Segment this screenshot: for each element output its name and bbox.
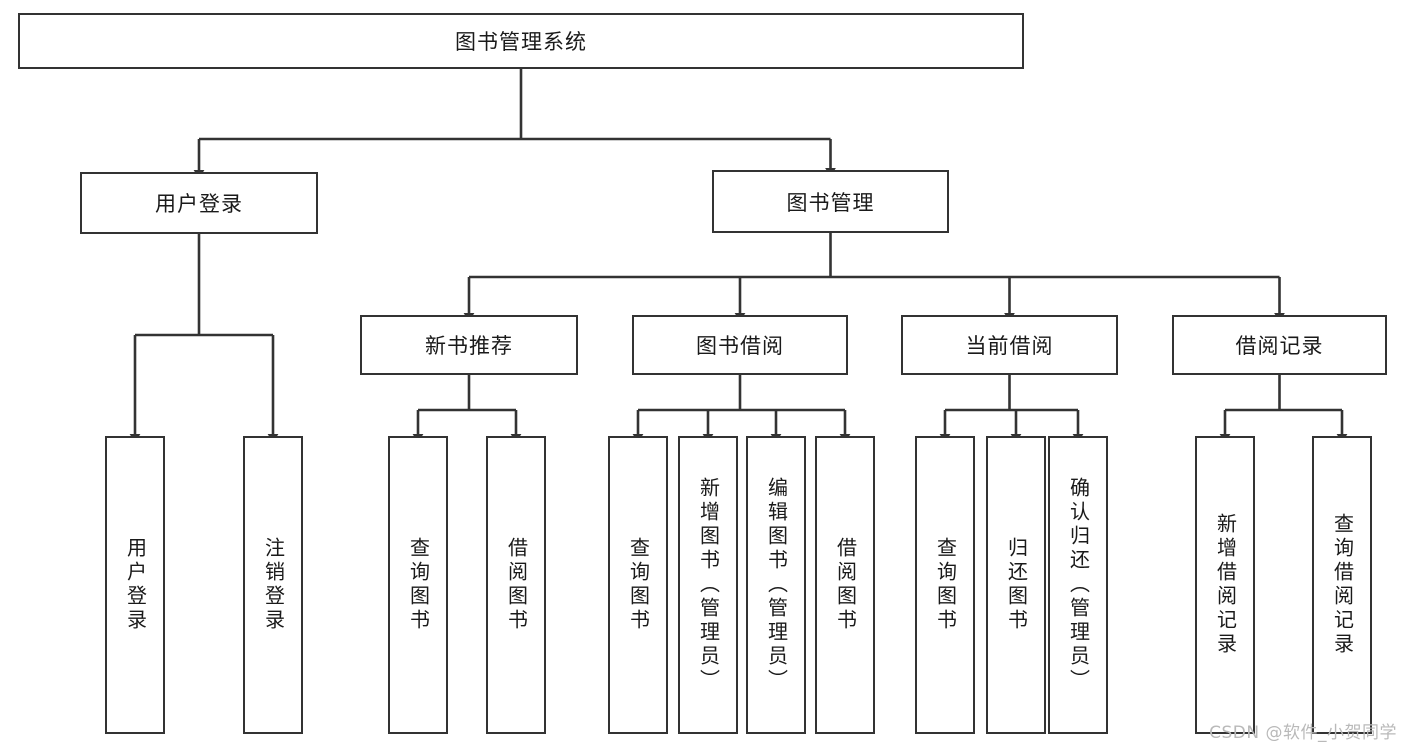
node-label: 用户登录: [123, 537, 148, 633]
node-label: 新书推荐: [425, 334, 513, 358]
node-label: 借阅记录: [1235, 334, 1324, 358]
node-leaf-borrow-book-2[interactable]: 借阅图书: [815, 436, 875, 734]
node-user-login[interactable]: 用户登录: [80, 172, 318, 234]
node-label: 图书管理系统: [455, 30, 587, 54]
node-leaf-query-record[interactable]: 查询借阅记录: [1312, 436, 1372, 734]
node-borrow-record[interactable]: 借阅记录: [1172, 315, 1387, 375]
node-label: 查询图书: [626, 537, 651, 633]
node-label: 编辑图书（管理员）: [764, 477, 789, 693]
node-root[interactable]: 图书管理系统: [18, 13, 1024, 69]
node-leaf-query-book-3[interactable]: 查询图书: [915, 436, 975, 734]
node-leaf-add-record[interactable]: 新增借阅记录: [1195, 436, 1255, 734]
node-label: 注销登录: [261, 537, 286, 633]
node-leaf-query-book-1[interactable]: 查询图书: [388, 436, 448, 734]
node-label: 图书借阅: [696, 334, 784, 358]
node-leaf-query-book-2[interactable]: 查询图书: [608, 436, 668, 734]
node-label: 图书管理: [786, 190, 875, 215]
node-leaf-edit-book[interactable]: 编辑图书（管理员）: [746, 436, 806, 734]
node-label: 新增图书（管理员）: [696, 477, 721, 693]
node-leaf-return-book[interactable]: 归还图书: [986, 436, 1046, 734]
node-current-borrow[interactable]: 当前借阅: [901, 315, 1118, 375]
node-label: 查询图书: [933, 537, 958, 633]
node-label: 确认归还（管理员）: [1066, 477, 1091, 693]
node-leaf-add-book[interactable]: 新增图书（管理员）: [678, 436, 738, 734]
node-leaf-borrow-book-1[interactable]: 借阅图书: [486, 436, 546, 734]
node-new-book-rec[interactable]: 新书推荐: [360, 315, 578, 375]
node-label: 借阅图书: [504, 537, 529, 633]
node-label: 当前借阅: [965, 334, 1054, 358]
node-leaf-user-logout[interactable]: 注销登录: [243, 436, 303, 734]
node-label: 查询图书: [406, 537, 431, 633]
node-label: 借阅图书: [833, 537, 858, 633]
node-book-borrow[interactable]: 图书借阅: [632, 315, 848, 375]
node-leaf-confirm-return[interactable]: 确认归还（管理员）: [1048, 436, 1108, 734]
node-label: 新增借阅记录: [1213, 513, 1238, 657]
node-leaf-user-login[interactable]: 用户登录: [105, 436, 165, 734]
node-book-manage[interactable]: 图书管理: [712, 170, 949, 233]
node-label: 查询借阅记录: [1330, 513, 1355, 657]
watermark-text: CSDN @软件_小贺同学: [1209, 723, 1397, 743]
node-label: 用户登录: [155, 192, 243, 216]
node-label: 归还图书: [1004, 537, 1029, 633]
